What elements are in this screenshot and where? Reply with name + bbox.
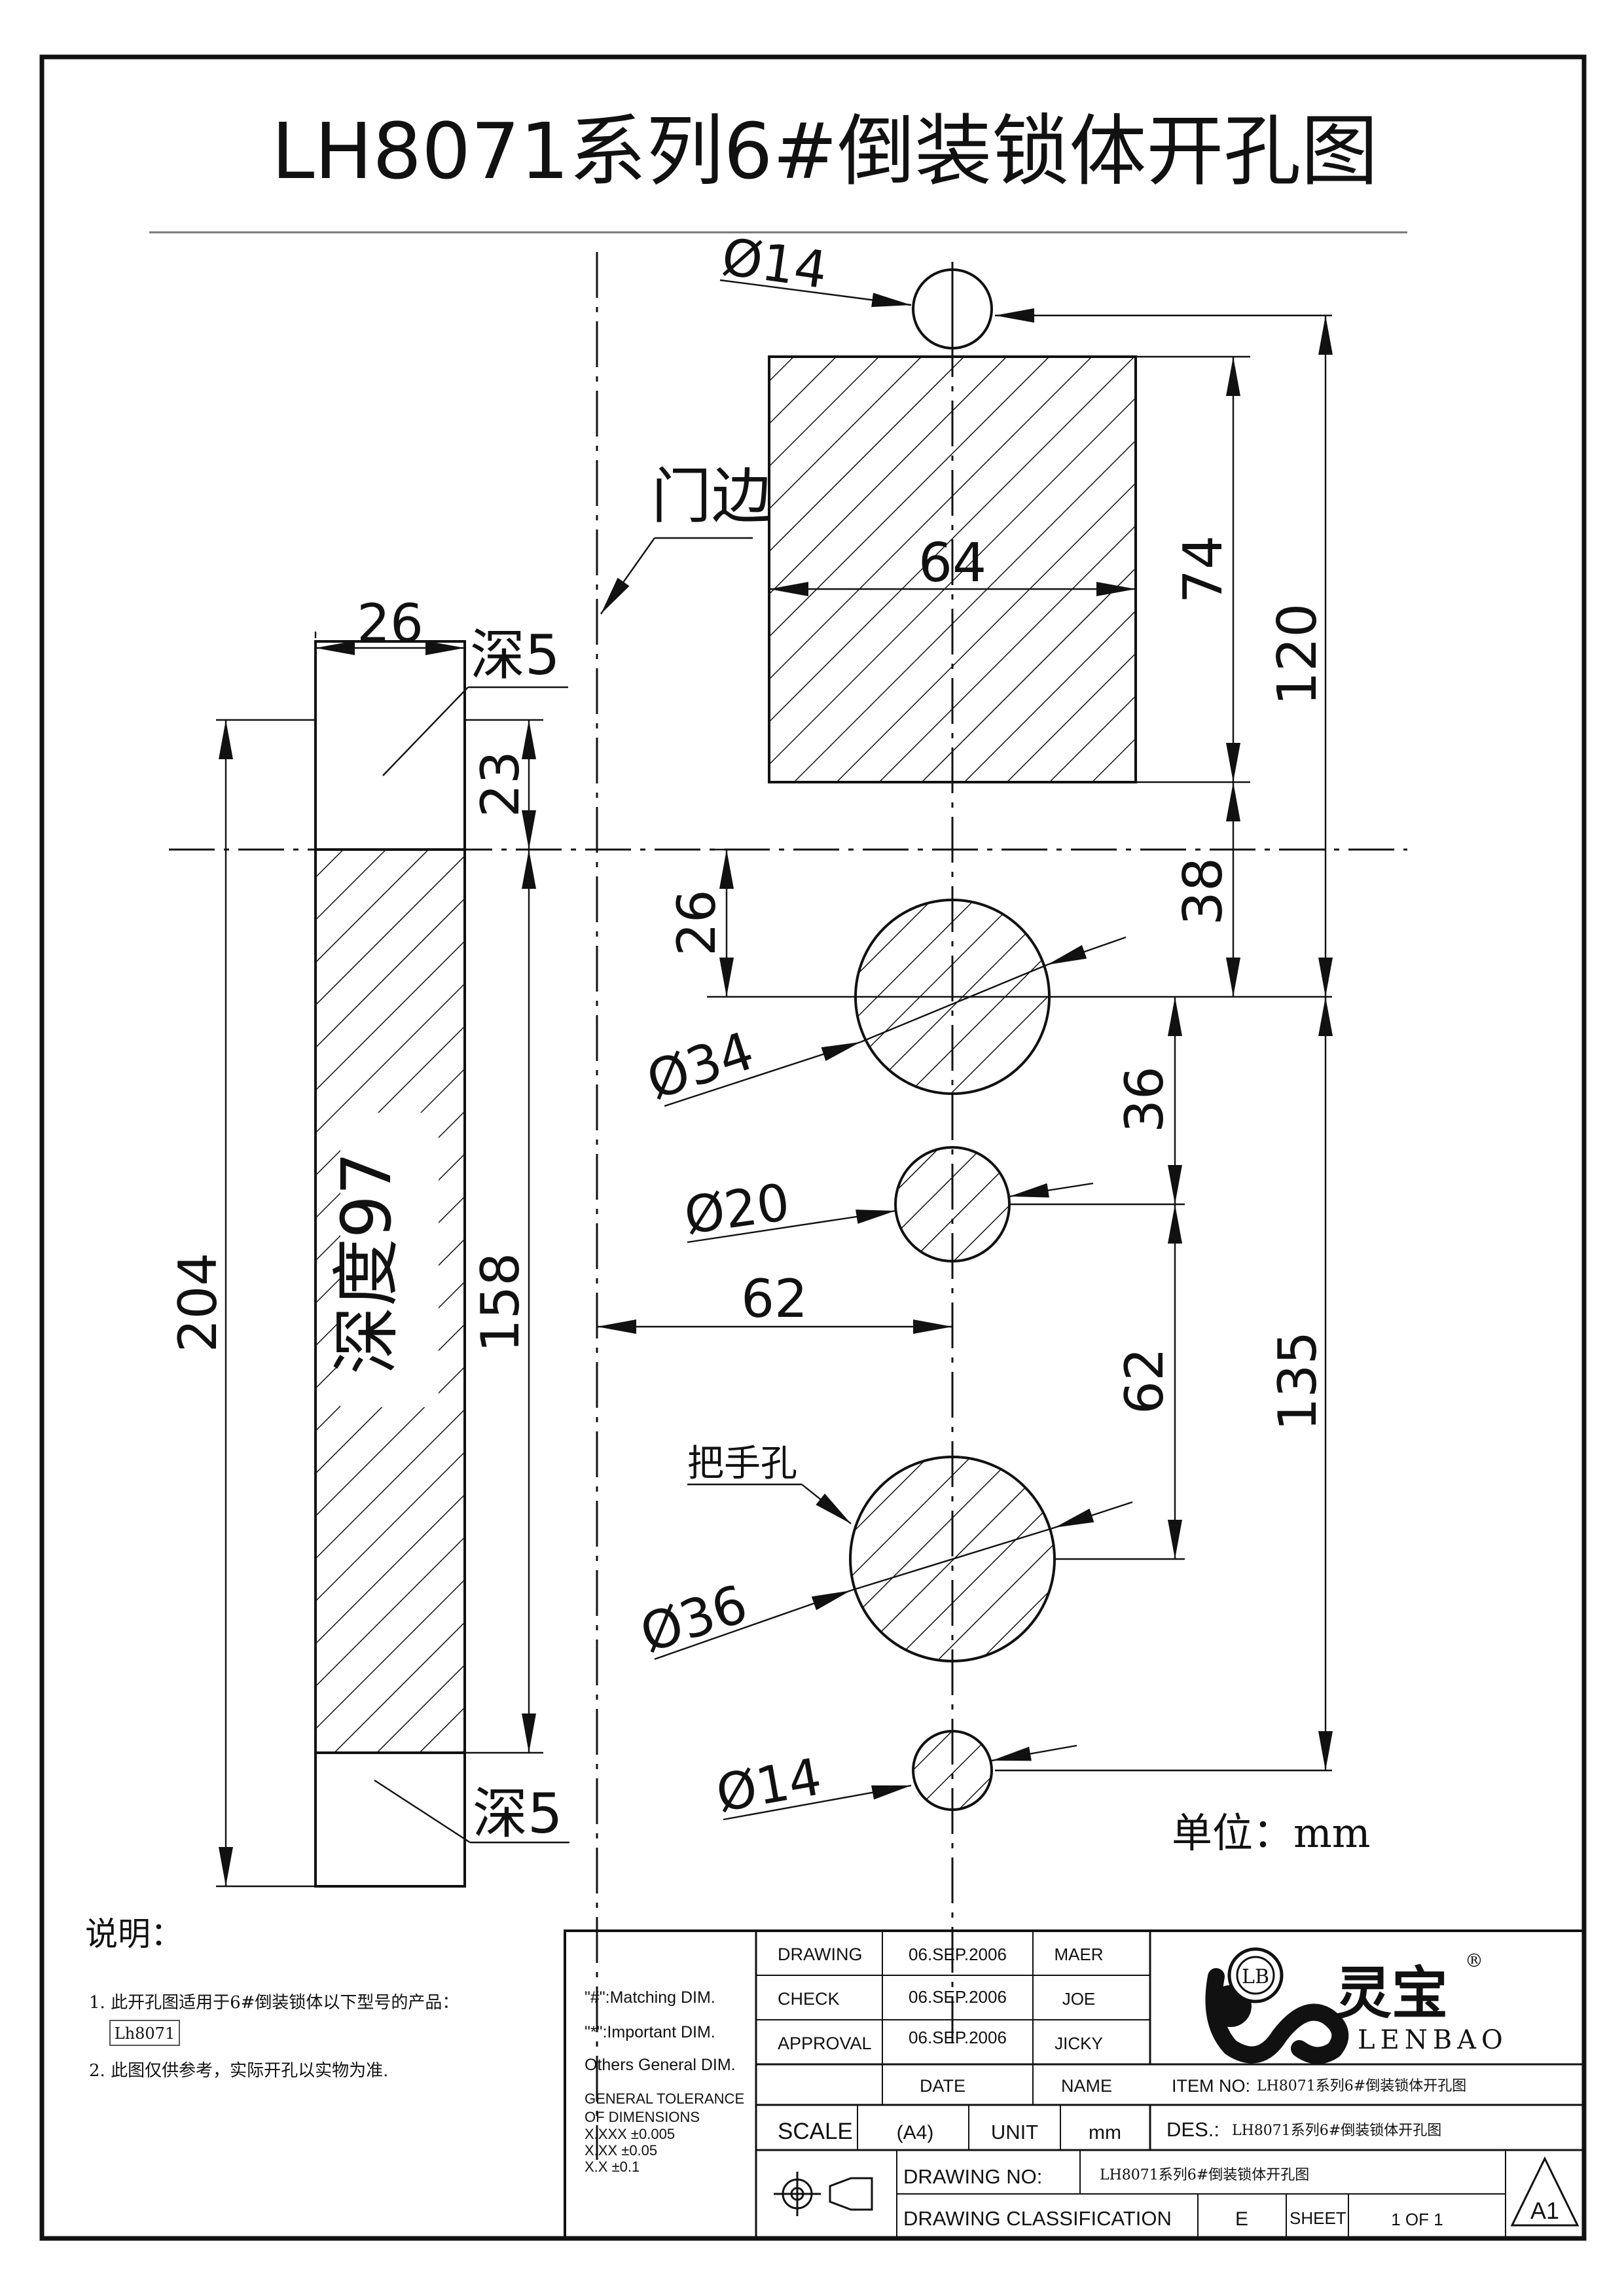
hole-d14-bottom	[912, 1730, 993, 1811]
tb-approval-date: 06.SEP.2006	[909, 2028, 1007, 2047]
tb-classification-label: DRAWING CLASSIFICATION	[903, 2207, 1172, 2230]
dim-h120: 120	[1267, 603, 1329, 706]
dim-d34: Ø34	[640, 1020, 761, 1111]
tb-unit-value: mm	[1089, 2122, 1121, 2144]
label-depth5-bottom: 深5	[473, 1782, 562, 1846]
tb-item-label: ITEM NO:	[1172, 2076, 1250, 2096]
label-handle-hole: 把手孔	[687, 1443, 797, 1485]
tb-drawing-no-label: DRAWING NO:	[903, 2165, 1042, 2188]
cylinder-cutout	[768, 355, 1137, 783]
drawing-title: LH8071系列6#倒装锁体开孔图	[272, 106, 1379, 196]
tb-date-header: DATE	[920, 2076, 965, 2096]
dim-h38: 38	[1172, 857, 1235, 925]
tb-tol-heading-2: OF DIMENSIONS	[585, 2109, 700, 2125]
dim-w64: 64	[918, 532, 986, 594]
dim-h36: 36	[1114, 1066, 1175, 1133]
title-block	[564, 1929, 1585, 2240]
tb-check-label: CHECK	[778, 1989, 840, 2009]
dim-w62: 62	[741, 1268, 808, 1329]
dim-w26: 26	[357, 593, 424, 654]
tb-des-label: DES.:	[1166, 2118, 1219, 2141]
tb-tol-xxx: X.XXX ±0.005	[585, 2126, 675, 2142]
hole-d20	[894, 1146, 1011, 1263]
brand-cn: 灵宝	[1335, 1960, 1448, 2026]
projection-symbol-icon	[774, 2172, 873, 2216]
brand-en: LENBAO	[1358, 2025, 1508, 2055]
dim-h204: 204	[168, 1253, 228, 1353]
dim-d36: Ø36	[633, 1573, 754, 1664]
tb-drawing-date: 06.SEP.2006	[909, 1945, 1007, 1964]
label-depth97: 深度97	[327, 1152, 406, 1374]
dim-d14-bottom: Ø14	[712, 1748, 826, 1824]
tb-des-value: LH8071系列6#倒装锁体开孔图	[1232, 2123, 1441, 2139]
dim-h158: 158	[470, 1253, 531, 1353]
lenbao-logo: LB	[1205, 1947, 1349, 2064]
tb-drawing-label: DRAWING	[778, 1945, 863, 1964]
registered-mark: ®	[1465, 1950, 1483, 1971]
tb-item-value: LH8071系列6#倒装锁体开孔图	[1257, 2078, 1466, 2094]
dim-h74: 74	[1172, 535, 1235, 603]
logo-initials: LB	[1242, 1965, 1269, 1988]
model-box	[109, 2020, 180, 2046]
tb-important: "*":Important DIM.	[585, 2023, 715, 2041]
label-door-edge: 门边	[651, 461, 772, 531]
tb-drawing-no-value: LH8071系列6#倒装锁体开孔图	[1100, 2167, 1309, 2183]
tb-sheet-size: A1	[1530, 2197, 1559, 2224]
tb-name-header: NAME	[1061, 2076, 1112, 2096]
tb-approval-label: APPROVAL	[778, 2034, 872, 2053]
tb-tol-heading-1: GENERAL TOLERANCE	[585, 2090, 744, 2107]
dim-h62: 62	[1114, 1348, 1175, 1414]
tb-scale-label: SCALE	[778, 2119, 853, 2144]
label-depth5-top: 深5	[470, 623, 560, 687]
tb-scale-value: (A4)	[897, 2122, 934, 2144]
note-2: 2. 此图仅供参考，实际开孔以实物为准.	[89, 2061, 388, 2081]
tb-tol-x: X.X ±0.1	[585, 2159, 640, 2175]
tb-sheet-value: 1 OF 1	[1391, 2210, 1443, 2229]
note-1: 1. 此开孔图适用于6#倒装锁体以下型号的产品：	[89, 1993, 459, 2013]
tb-unit-label: UNIT	[991, 2121, 1038, 2144]
unit-note: 单位：mm	[1172, 1809, 1371, 1857]
dim-d20: Ø20	[681, 1173, 793, 1246]
dim-d14-top: Ø14	[718, 228, 831, 300]
tb-classification-value: E	[1235, 2208, 1248, 2230]
tb-others: Others General DIM.	[585, 2056, 736, 2074]
dim-h135: 135	[1267, 1331, 1328, 1431]
tb-matching: "#":Matching DIM.	[585, 1988, 715, 2007]
tb-approval-name: JICKY	[1055, 2034, 1103, 2053]
dim-h26: 26	[666, 889, 727, 956]
tb-sheet-label: SHEET	[1290, 2208, 1346, 2228]
tb-check-date: 06.SEP.2006	[909, 1987, 1007, 2007]
tb-tol-xx: X.XX ±0.05	[585, 2142, 657, 2159]
notes-heading: 说明：	[85, 1915, 183, 1953]
tb-check-name: JOE	[1062, 1989, 1096, 2009]
dim-h23: 23	[470, 751, 531, 817]
note-model: Lh8071	[115, 2024, 175, 2043]
tb-drawing-name: MAER	[1054, 1945, 1103, 1964]
